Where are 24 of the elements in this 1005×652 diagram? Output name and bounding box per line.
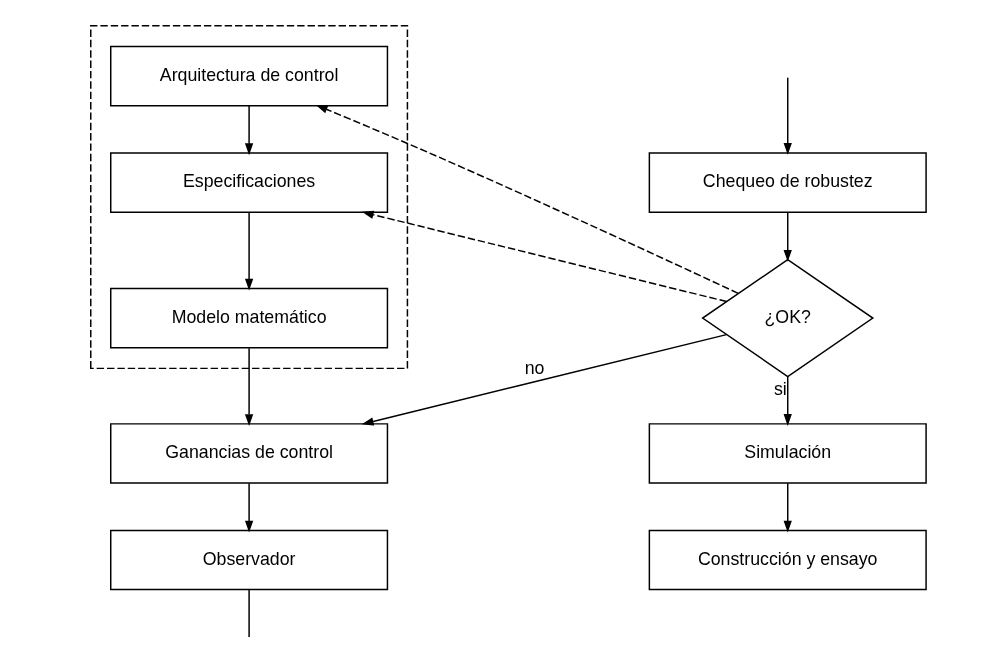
- node-box: Especificaciones: [110, 152, 389, 213]
- node-diamond: ¿OK?: [701, 258, 875, 378]
- arrow: [244, 212, 254, 291]
- arrow: [244, 482, 254, 533]
- arrow: [783, 212, 792, 262]
- arrow: [361, 333, 728, 426]
- arrow: [315, 104, 739, 295]
- arrow: [783, 482, 792, 533]
- connector: [248, 589, 250, 638]
- arrow: [244, 105, 254, 156]
- node-box: Simulación: [648, 423, 927, 484]
- node-box: Observador: [110, 529, 389, 591]
- node-box: Construcción y ensayo: [648, 529, 927, 591]
- arrow: [783, 76, 792, 155]
- arrow: [361, 210, 728, 303]
- node-box: Arquitectura de control: [110, 45, 389, 107]
- edge-label: si: [773, 379, 787, 400]
- arrow: [783, 376, 792, 426]
- cluster: [90, 25, 409, 370]
- node-box: Modelo matemático: [110, 287, 389, 349]
- node-box: Ganancias de control: [110, 423, 389, 484]
- node-box: Chequeo de robustez: [648, 152, 927, 213]
- edge-label: no: [524, 358, 545, 379]
- arrow: [244, 347, 254, 426]
